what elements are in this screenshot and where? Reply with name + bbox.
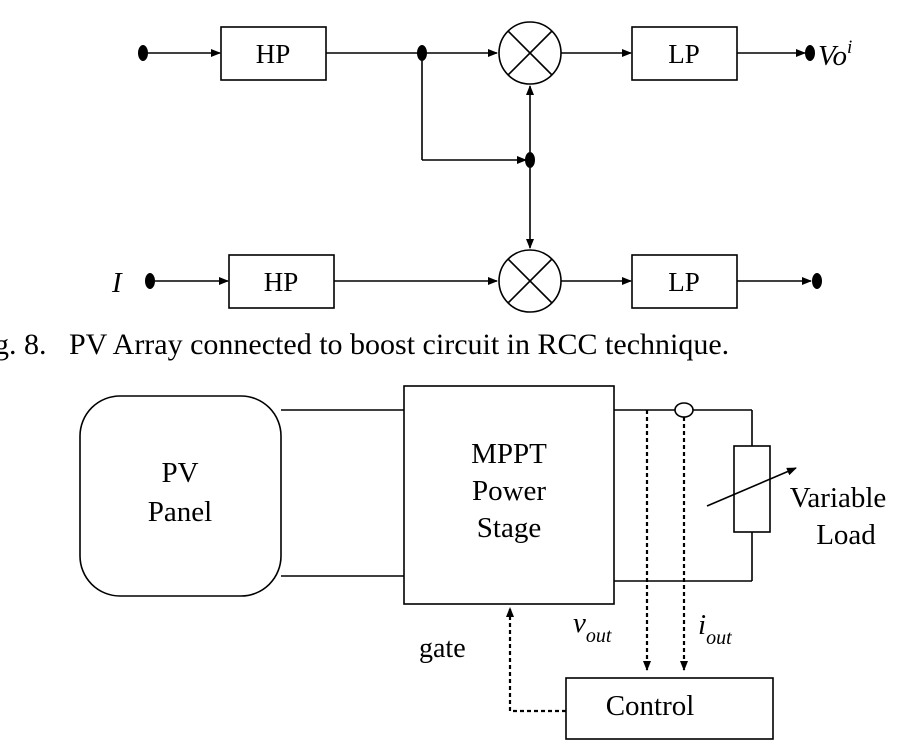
variable-load-label-line2: Load (816, 519, 876, 551)
mppt-label-line2: Power (472, 475, 546, 507)
pv-system-diagram: PV Panel MPPT Power Stage Variable Load … (79, 385, 887, 740)
control-block (565, 677, 774, 740)
iout-label: iout (698, 609, 732, 649)
figure-caption: g. 8. PV Array connected to boost circui… (0, 328, 729, 361)
multiplier-top (498, 21, 562, 85)
pv-panel-label-line2: Panel (148, 496, 212, 528)
mppt-label-line3: Stage (477, 512, 541, 544)
hp-top-label: HP (256, 39, 291, 69)
variable-load-arrow (706, 467, 797, 507)
lp-top-label: LP (668, 39, 700, 69)
top-block-diagram: HP LP Voi I HP L (111, 21, 852, 313)
lp-bottom-label: LP (668, 267, 700, 297)
variable-load-resistor (733, 445, 771, 533)
multiplier-bottom (498, 249, 562, 313)
junction-node (525, 152, 535, 168)
pv-panel-label-line1: PV (161, 457, 198, 489)
vout-label: vout (573, 607, 612, 647)
variable-load-label-line1: Variable (790, 482, 887, 514)
input-node-top (138, 45, 148, 61)
input-label-i: I (111, 267, 123, 299)
branch-node-top (417, 45, 427, 61)
input-node-bottom (145, 273, 155, 289)
output-node-bottom (812, 273, 822, 289)
output-node-top (805, 45, 815, 61)
mppt-label-line1: MPPT (471, 438, 547, 470)
control-label: Control (606, 690, 695, 722)
hp-bottom-label: HP (264, 267, 299, 297)
lp-block-top (631, 26, 738, 81)
hp-block-bottom (228, 254, 335, 309)
mppt-power-stage-block (403, 385, 615, 605)
current-sensor (674, 402, 694, 418)
output-label: Voi (818, 37, 852, 72)
lp-block-bottom (631, 254, 738, 309)
gate-label: gate (419, 633, 466, 664)
pv-panel-block (79, 395, 282, 597)
